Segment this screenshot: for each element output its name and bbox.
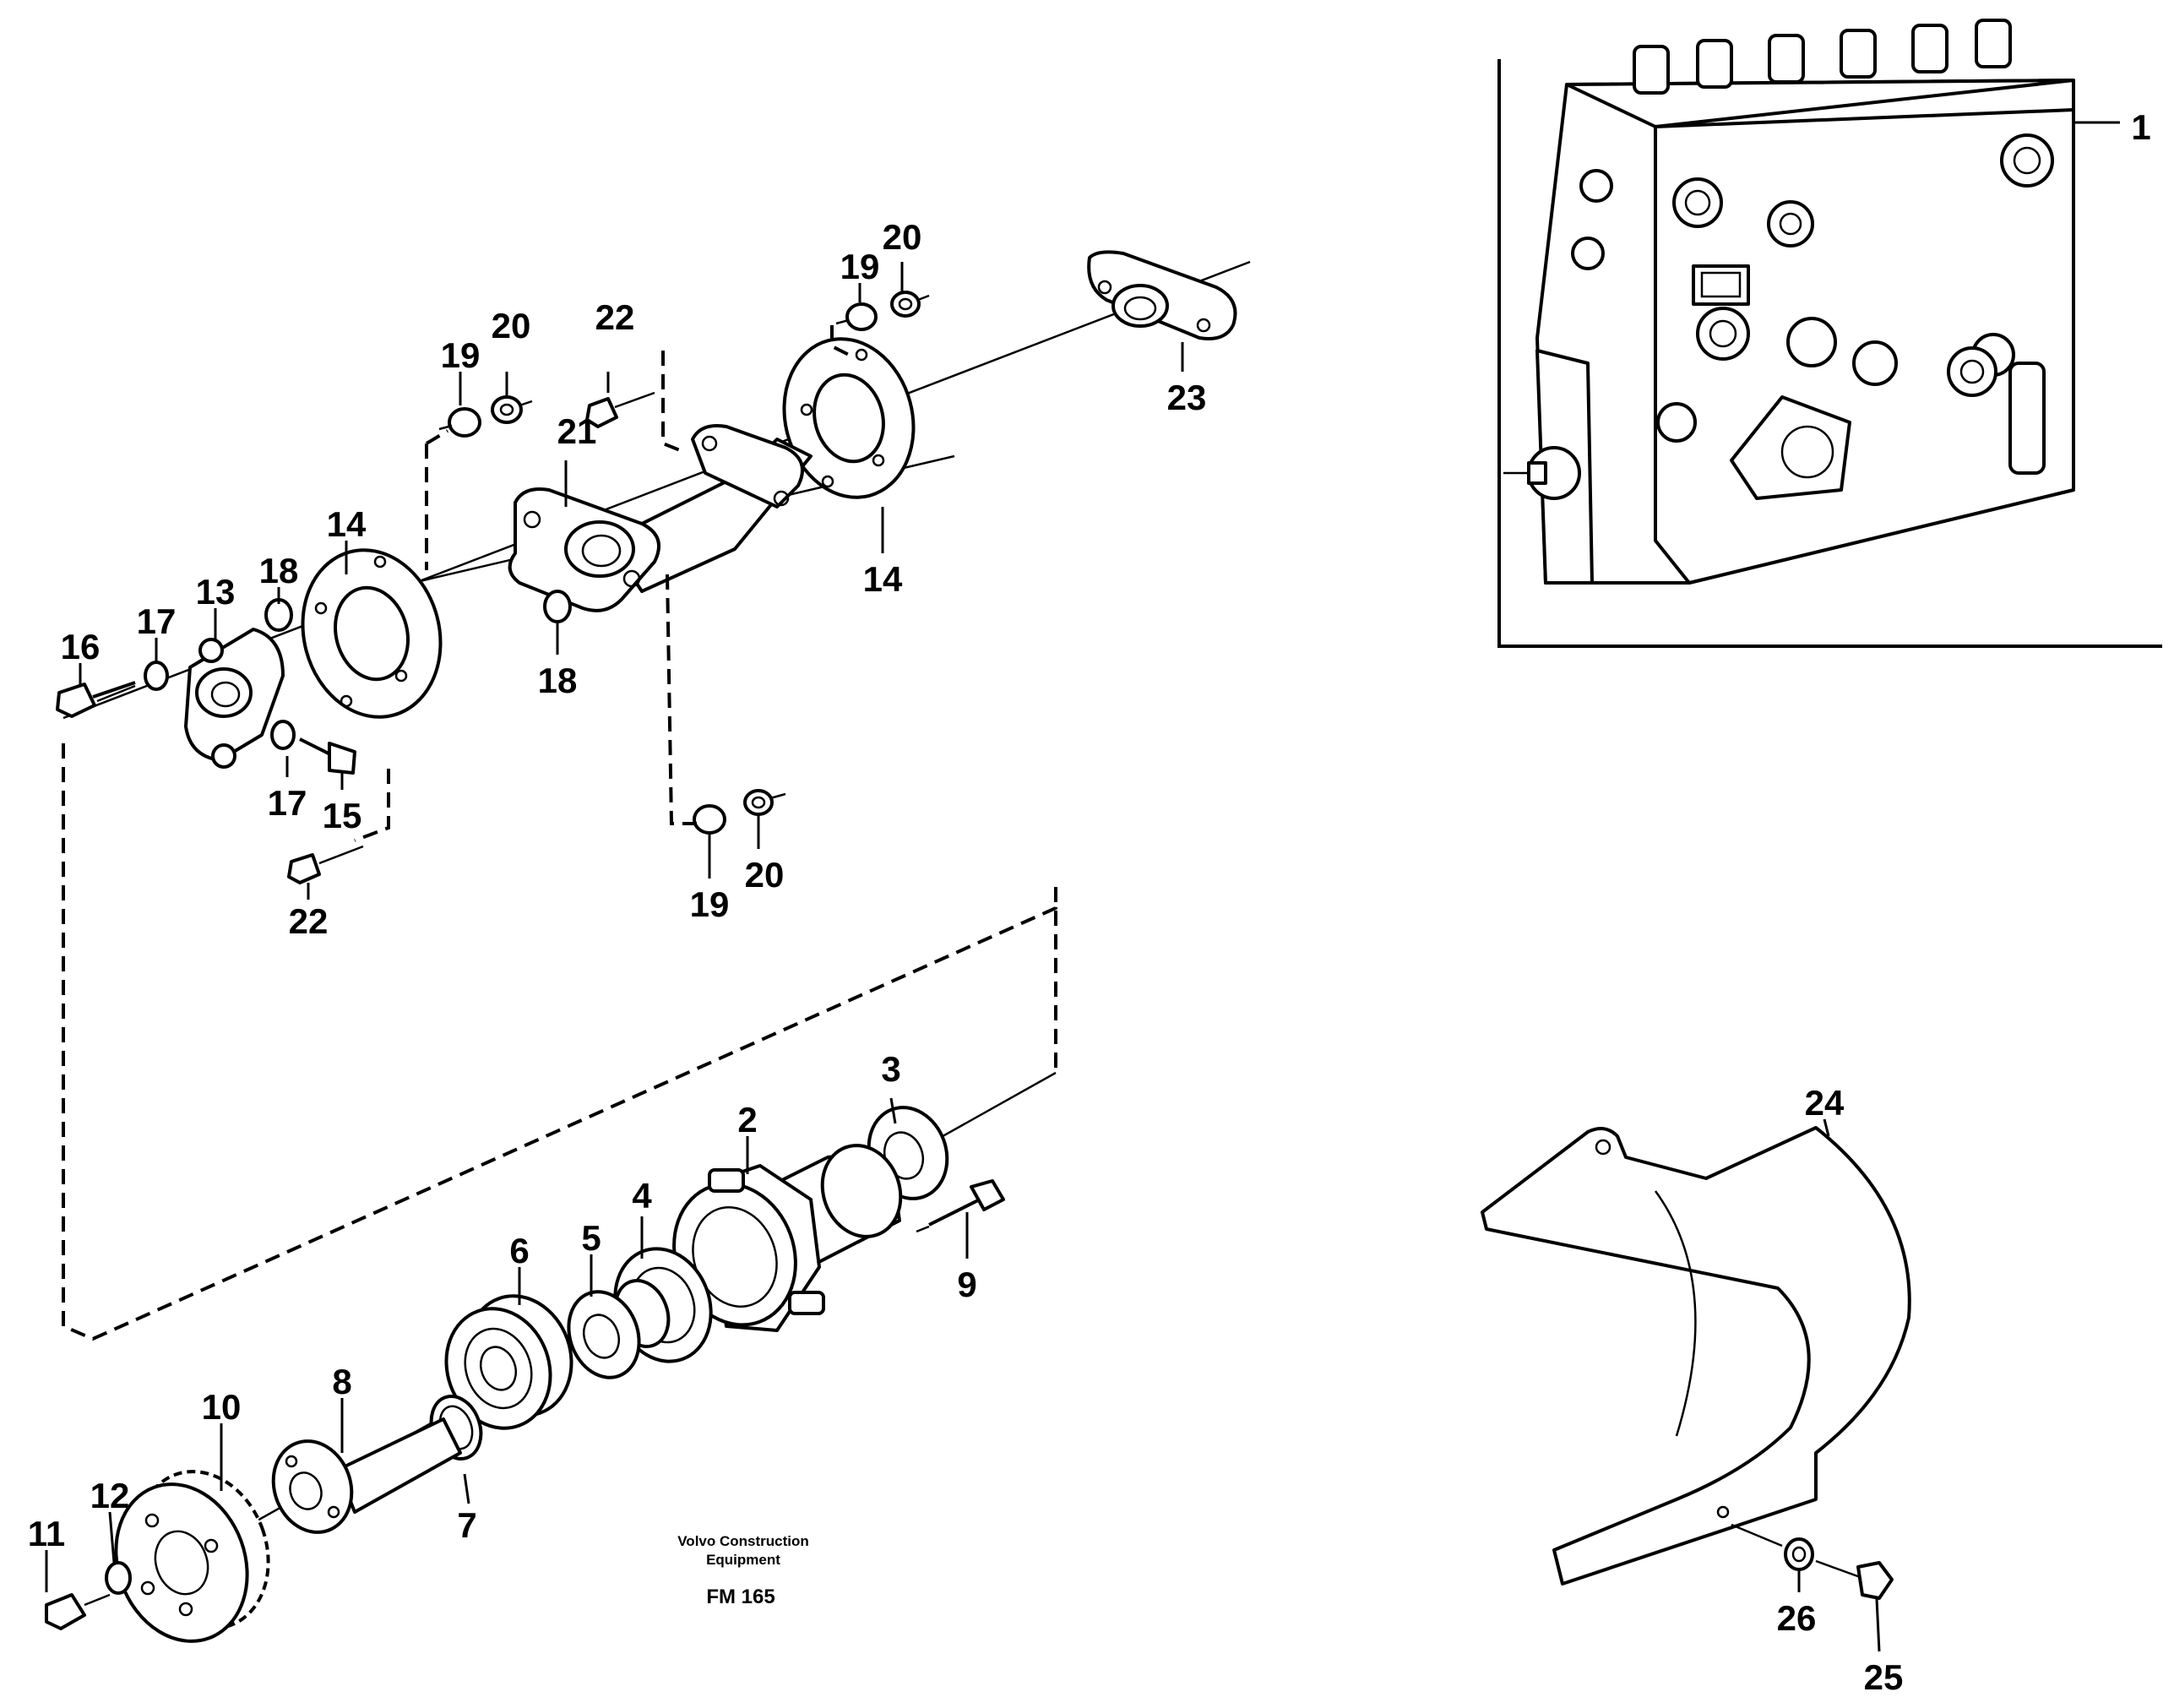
callout-14-left: 14	[327, 504, 367, 544]
callout-1: 1	[2131, 107, 2150, 147]
callout-19-c: 19	[690, 884, 730, 924]
callout-15: 15	[323, 796, 362, 835]
lower-drive-assembly	[45, 743, 1057, 1643]
callout-4: 4	[632, 1176, 652, 1216]
callout-13: 13	[196, 572, 236, 612]
callout-8: 8	[332, 1362, 351, 1401]
callout-2: 2	[737, 1100, 757, 1140]
callout-labels: 1 2 3 4 5 6 7 8 9 10 11 12 13 14 14 15 1…	[28, 107, 2151, 1697]
housing-21	[508, 424, 813, 612]
leader-lines	[45, 262, 1881, 1652]
callout-3: 3	[881, 1049, 900, 1089]
callout-20-b: 20	[883, 217, 922, 257]
spacer-5	[567, 1290, 641, 1379]
bolt-22-upper	[585, 391, 655, 428]
inset-frame	[1497, 59, 2162, 648]
callout-17-top: 17	[137, 601, 177, 641]
callout-12: 12	[90, 1476, 130, 1515]
callout-22-lower: 22	[289, 901, 329, 941]
washer-17-bottom	[270, 720, 296, 750]
publisher-line-2: Equipment	[706, 1552, 780, 1568]
plate-14-left	[301, 548, 443, 719]
callout-16: 16	[61, 627, 101, 666]
washer-26	[1731, 1523, 1814, 1571]
callout-17-bottom: 17	[268, 783, 307, 823]
callout-18-left: 18	[259, 551, 299, 590]
callout-18-right: 18	[538, 661, 578, 700]
bolt-25	[1815, 1559, 1894, 1600]
hub-13	[184, 628, 285, 769]
delivery-valves	[1633, 19, 2012, 95]
callout-25: 25	[1864, 1657, 1904, 1697]
injection-pump-inset	[1497, 19, 2162, 648]
callout-20-a: 20	[492, 306, 531, 345]
callout-20-c: 20	[745, 855, 785, 895]
nut-19-20-a	[438, 395, 533, 438]
bolt-22-lower	[287, 845, 364, 884]
flange-23	[1087, 250, 1237, 340]
shaft-8	[271, 1417, 462, 1534]
callout-22-upper: 22	[595, 297, 635, 337]
callout-11: 11	[28, 1514, 65, 1553]
callout-26: 26	[1777, 1598, 1817, 1638]
plate-14-right	[782, 337, 916, 499]
washer-18-left	[264, 598, 293, 632]
callout-19-a: 19	[441, 335, 481, 375]
washer-12	[105, 1561, 132, 1595]
gear-10	[114, 1470, 270, 1643]
callout-10: 10	[202, 1387, 242, 1427]
callout-9: 9	[957, 1265, 976, 1304]
bolt-11	[45, 1593, 111, 1630]
callout-7: 7	[457, 1505, 476, 1545]
callout-19-b: 19	[840, 247, 880, 286]
drawing-credit: Volvo Construction Equipment FM 165	[677, 1533, 809, 1608]
upper-shaft-assembly	[56, 250, 1251, 884]
callout-5: 5	[581, 1218, 601, 1258]
bearing-6	[444, 1294, 573, 1430]
publisher-line-1: Volvo Construction	[677, 1533, 809, 1549]
bolt-9	[916, 1179, 1005, 1233]
washer-17-top	[144, 661, 169, 691]
callout-21: 21	[557, 411, 597, 451]
bolt-16	[56, 681, 136, 718]
nut-19-20-b	[835, 291, 930, 331]
callout-23: 23	[1167, 378, 1207, 417]
drawing-code: FM 165	[706, 1586, 774, 1608]
callout-24: 24	[1805, 1083, 1845, 1123]
bolt-15	[299, 737, 356, 775]
nut-19-20-c	[693, 789, 786, 835]
callout-6: 6	[509, 1231, 529, 1270]
shield-24	[1481, 1126, 1911, 1586]
callout-14-right: 14	[863, 559, 903, 599]
washer-18-right	[543, 590, 572, 623]
